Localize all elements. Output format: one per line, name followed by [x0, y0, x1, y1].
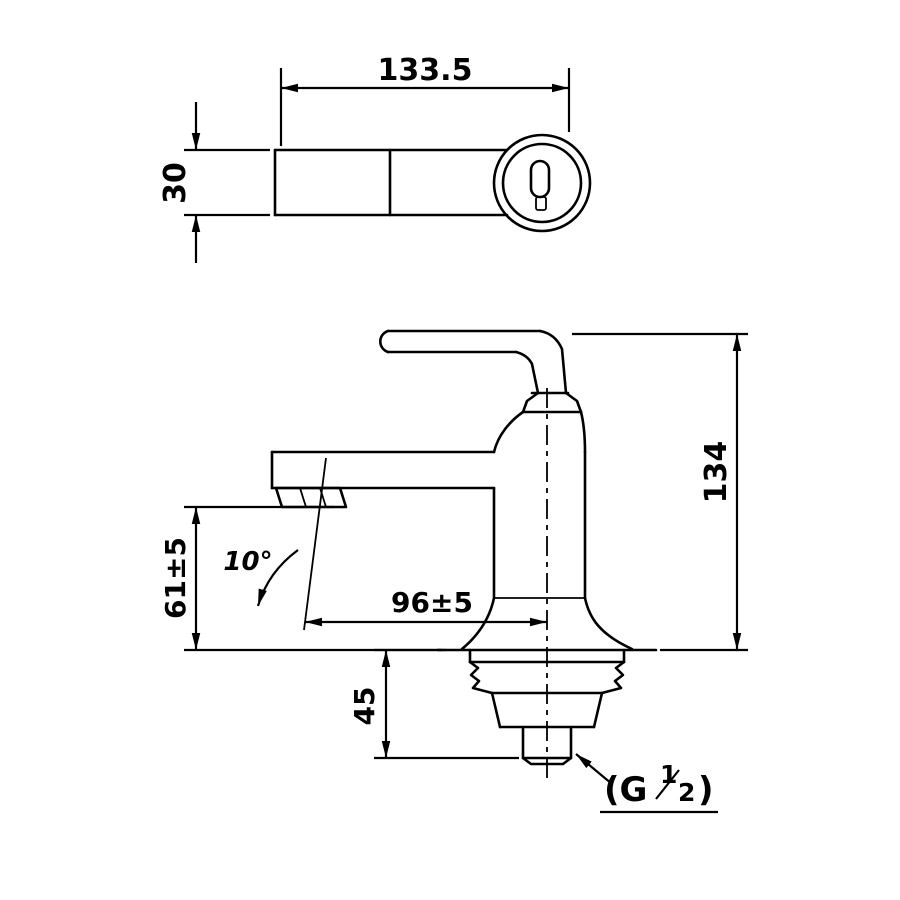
topview-cap-inner-circle: [501, 142, 583, 224]
dim-top-width-label: 133.5: [378, 53, 473, 88]
dim-shank-length-label: 45: [348, 687, 381, 726]
dim-spout-reach-label: 96±5: [391, 586, 473, 619]
topview-cap-slot-stem: [535, 196, 547, 211]
top-view: [273, 133, 592, 233]
dim-spout-height-label: 61±5: [159, 537, 192, 619]
dim-shank-length: 45: [348, 648, 519, 760]
angle-arc: [256, 549, 299, 607]
dim-spout-reach: 96±5: [305, 586, 547, 627]
angle-callout: 10°: [223, 457, 327, 631]
dim-spout-height: 61±5: [159, 505, 446, 652]
body-dome-left: [492, 410, 525, 454]
thread-label-open: (G: [604, 770, 647, 810]
neck-left-edge: [514, 350, 540, 395]
angle-label: 10°: [223, 547, 272, 577]
dim-top-depth-label: 30: [158, 162, 193, 204]
dim-top-depth: 30: [158, 102, 270, 263]
dim-overall-height: 134: [572, 332, 748, 652]
collar-right-flare: [564, 391, 583, 414]
collar-left-flare: [521, 391, 540, 414]
thread-label-denominator: 2: [678, 778, 695, 807]
topview-cap-slot: [529, 159, 551, 199]
spout-axis-line: [303, 457, 327, 631]
dim-top-width: 133.5: [279, 53, 571, 146]
aerator-outline: [274, 486, 348, 509]
thread-label-numerator: 1: [660, 760, 677, 789]
aerator-hatch-line: [299, 487, 307, 508]
locknut-left-edge: [490, 691, 502, 729]
thread-label-close: ): [698, 770, 714, 810]
lever-right-transition: [538, 329, 568, 395]
gasket-left-zigzag: [468, 660, 494, 695]
body-dome-right: [579, 410, 587, 454]
base-right-curve: [583, 596, 634, 651]
lever-left-cap: [379, 329, 390, 354]
side-view: [270, 329, 658, 778]
fraction-slash: [655, 769, 680, 800]
leader-arrow: [575, 753, 613, 785]
locknut-right-edge: [592, 691, 604, 729]
thread-callout: (G 1 2 ): [575, 753, 718, 814]
dim-overall-height-label: 134: [699, 441, 734, 504]
topview-cap-outer-circle: [492, 133, 592, 233]
gasket-right-zigzag: [600, 660, 626, 695]
